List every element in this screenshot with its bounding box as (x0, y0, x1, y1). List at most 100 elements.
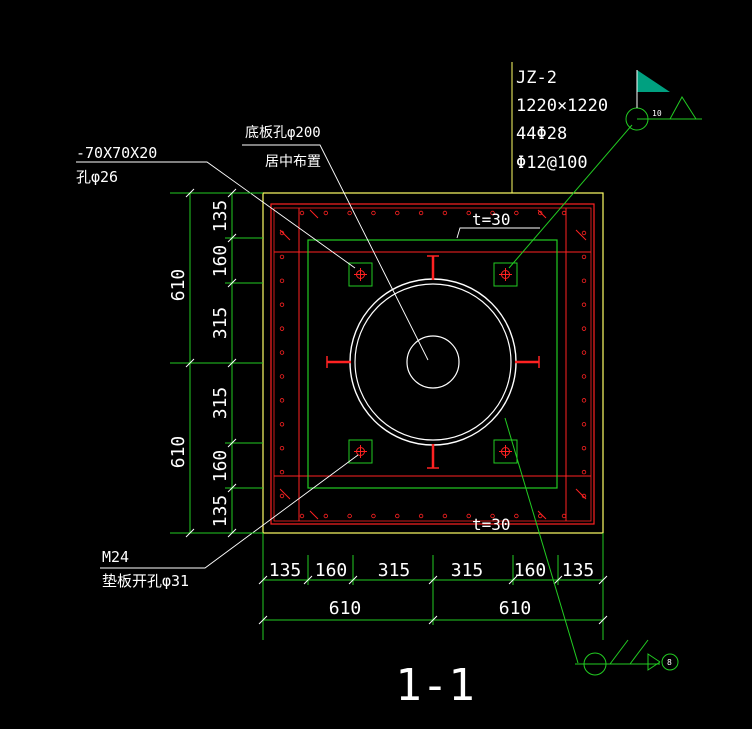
steel-tube-inner (354, 283, 512, 441)
rebar-dot (581, 230, 587, 236)
rebar-dot (581, 278, 587, 284)
rebar-dot (347, 210, 352, 216)
bottom-marker-label: 8 (667, 658, 672, 667)
rebar-dot (581, 254, 587, 260)
rebar-dot (466, 210, 471, 216)
rebar-dot (581, 445, 587, 451)
rebar-dot (371, 210, 376, 216)
left-dimension-ticks (185, 188, 237, 538)
rebar-dot (490, 513, 495, 519)
rebar-dot (418, 210, 424, 216)
left-total-2: 610 (168, 436, 189, 469)
rebar-dot (279, 422, 285, 427)
stiffener-plate (307, 239, 558, 489)
column-main-rebar: 44Φ28 (516, 124, 567, 144)
rebar-dot (323, 513, 329, 519)
rebar-dot (581, 493, 587, 499)
rebar-dot (395, 210, 400, 216)
rebar-dot (371, 513, 376, 519)
base-hole-callout-2: 居中布置 (265, 154, 321, 170)
rebar-dot (537, 210, 543, 216)
bottom-dim-1: 135 (269, 560, 302, 581)
rebar-dot (279, 326, 285, 331)
rebar-dot (581, 422, 587, 427)
rebar-dot (514, 513, 519, 519)
left-dim-5: 160 (210, 450, 231, 483)
rebar-dot (279, 398, 285, 403)
stiffener-ribs (326, 255, 540, 469)
base-plate-inner (273, 207, 592, 522)
bottom-dim-5: 160 (514, 560, 547, 581)
rebar-dot (581, 350, 587, 355)
bottom-dim-4: 315 (451, 560, 484, 581)
rebar-dot (279, 350, 285, 355)
rebar-dot (279, 302, 285, 307)
left-dim-2: 160 (210, 245, 231, 278)
marker-leaders (504, 124, 633, 664)
section-label: 1-1 (395, 660, 474, 711)
bolt-callout-2: 垫板开孔φ31 (102, 572, 189, 590)
rebar-dot (418, 513, 424, 519)
rebar-dot (581, 302, 587, 307)
left-dim-1: 135 (210, 200, 231, 233)
anchor-washer-bl (348, 439, 373, 464)
plate-thickness-top: t=30 (472, 210, 511, 229)
rebar-dot (537, 513, 543, 519)
base-plate-hole (406, 335, 460, 389)
plate-thickness-bottom: t=30 (472, 515, 511, 534)
rebar-dot (581, 469, 587, 475)
bottom-dim-3: 315 (378, 560, 411, 581)
column-stirrup: Φ12@100 (516, 153, 588, 173)
rebar-dot (514, 210, 519, 216)
rebar-dot (347, 513, 352, 519)
rebar-dot (279, 493, 285, 499)
bottom-dimension-lines (262, 533, 604, 640)
leaders (76, 144, 540, 569)
steel-tube-outer (349, 278, 517, 446)
bolt-callout-1: M24 (102, 548, 129, 566)
rebar-dot (561, 210, 567, 216)
column-size: 1220×1220 (516, 96, 608, 116)
left-dim-3: 315 (210, 307, 231, 340)
base-plate-outer (270, 203, 595, 525)
column-id: JZ-2 (516, 68, 557, 88)
rebar-dot (279, 278, 285, 284)
bottom-dim-2: 160 (315, 560, 348, 581)
left-dim-4: 315 (210, 387, 231, 420)
rebar-dots (279, 210, 587, 519)
rebar-dot (279, 230, 285, 236)
rebar-dot (279, 374, 285, 379)
rebar-dot (442, 513, 448, 519)
anchor-washer-tl (348, 262, 373, 287)
rebar-dot (581, 326, 587, 331)
rebar-dot (323, 210, 329, 216)
rebar-dot (299, 210, 305, 216)
bottom-dimension-ticks (258, 575, 608, 625)
bottom-total-2: 610 (499, 598, 532, 619)
right-marker: 10 (625, 70, 702, 131)
right-marker-label: 10 (652, 109, 662, 118)
washer-callout-2: 孔φ26 (76, 168, 118, 186)
bottom-dim-6: 135 (562, 560, 595, 581)
rebar-dot (395, 513, 400, 519)
rebar-dot (490, 210, 495, 216)
rebar-dot (561, 513, 567, 519)
column-outline (262, 192, 604, 534)
washer-callout-1: -70X70X20 (76, 144, 157, 162)
rebar-dot (581, 374, 587, 379)
rebar-dot (299, 513, 305, 519)
rebar-dot (466, 513, 471, 519)
base-hole-callout-1: 底板孔φ200 (245, 125, 321, 141)
rebar-dot (279, 445, 285, 451)
anchor-washer-tr (493, 262, 518, 287)
anchor-washer-br (493, 439, 518, 464)
rebar-dot (279, 254, 285, 260)
bottom-total-1: 610 (329, 598, 362, 619)
left-total-1: 610 (168, 269, 189, 302)
rebar-dot (581, 398, 587, 403)
left-dim-6: 135 (210, 495, 231, 528)
rebar-dot (442, 210, 448, 216)
bottom-marker: 8 (575, 639, 679, 676)
rebar-dot (279, 469, 285, 475)
